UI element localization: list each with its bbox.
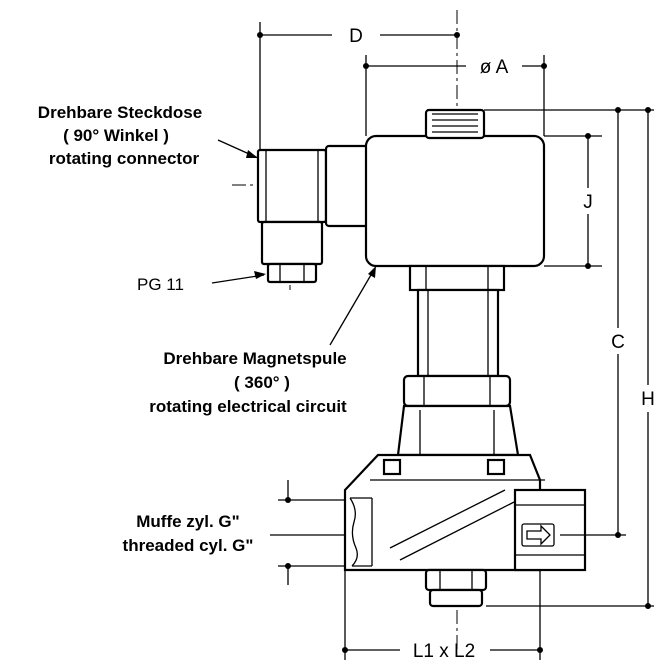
dimension-a [363,55,547,136]
callout-coil-line-2: ( 360° ) [234,373,290,392]
flow-direction-arrow-icon [521,523,555,547]
callout-connector-line-3: rotating connector [49,149,200,168]
callout-thread: Muffe zyl. G" threaded cyl. G" [123,512,254,555]
dimension-j-label: J [583,192,593,213]
dimension-h-label: H [641,389,654,410]
pg-label: PG 11 [137,275,184,294]
dimension-d-label: D [349,26,363,47]
callout-thread-line-1: Muffe zyl. G" [136,512,239,531]
dimension-a-label: ø A [480,57,509,78]
callout-connector: Drehbare Steckdose ( 90° Winkel ) rotati… [38,103,202,168]
armature-tube [396,264,520,457]
callout-connector-line-1: Drehbare Steckdose [38,103,202,122]
leader-lines [211,139,376,346]
dimension-l [342,570,543,660]
callout-coil-line-3: rotating electrical circuit [149,397,347,416]
callout-thread-line-2: threaded cyl. G" [123,536,254,555]
valve-body [343,453,587,608]
dimension-thread [270,480,345,585]
dimension-c-label: C [611,332,625,353]
solenoid-coil [364,108,546,268]
callout-connector-line-2: ( 90° Winkel ) [63,126,169,145]
dimension-l-label: L1 x L2 [413,641,475,662]
dimension-c [484,107,626,538]
dimension-d [257,22,460,150]
callout-coil-line-1: Drehbare Magnetspule [163,349,346,368]
dimension-j [544,133,602,269]
connector-plug [256,144,370,284]
callout-coil: Drehbare Magnetspule ( 360° ) rotating e… [149,349,347,416]
dimension-h [486,107,654,609]
